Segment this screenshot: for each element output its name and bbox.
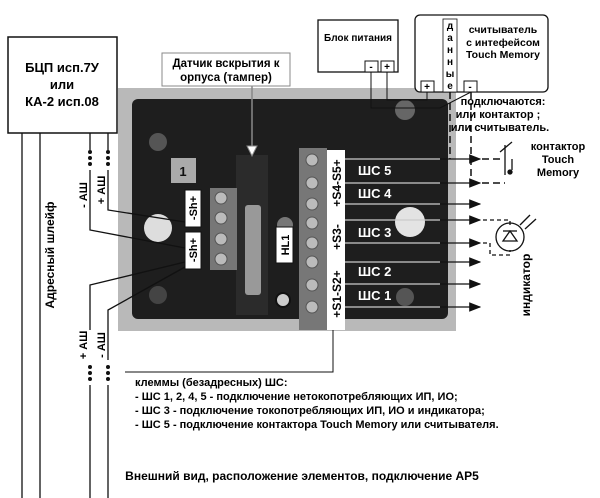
connect-note-line: или контактор ; [456, 109, 541, 121]
bus-plus-top: + АШ [96, 176, 108, 204]
svg-text:д: д [447, 21, 454, 32]
controller-line: КА-2 исп.08 [25, 94, 99, 109]
reader-line: с интефейсом [466, 37, 540, 49]
loop-wires [345, 158, 440, 308]
reader-line: Touch Memory [466, 49, 540, 61]
svg-text:н: н [447, 45, 453, 56]
notes-pointer [125, 330, 334, 373]
hl1-label: HL1 [280, 235, 292, 256]
reader-line: считыватель [469, 24, 538, 36]
svg-text:н: н [447, 57, 453, 68]
bus-label: Адресный шлейф [43, 201, 57, 309]
tamper-callout [161, 52, 291, 87]
power-supply-label: Блок питания [324, 33, 392, 44]
reader-minus: - [468, 82, 471, 93]
svg-text:а: а [447, 33, 453, 44]
power-wires [370, 72, 472, 109]
power-plus: + [384, 62, 390, 73]
bus-wires [21, 133, 186, 498]
hl1-led [275, 292, 291, 308]
svg-text:е: е [447, 81, 453, 92]
tamper-line: орпуса (тампер) [180, 72, 272, 84]
s3-label: +S3- [330, 224, 344, 250]
continuation-dots [88, 150, 110, 381]
notes-line: клеммы (безадресных) ШС: [135, 377, 288, 389]
notes-line: - ШС 1, 2, 4, 5 - подключение нетокопотр… [135, 391, 458, 403]
controller-box [7, 36, 118, 134]
tamper-switch [245, 205, 261, 295]
bus-minus-bottom: - АШ [96, 332, 108, 358]
connect-note-line: или считыватель. [451, 122, 549, 134]
sh-top-label: -Sh+ [188, 196, 200, 220]
loop-2-label: ШС 2 [358, 264, 391, 279]
s45-label: +S4-S5+ [330, 159, 344, 206]
loop-4-label: ШС 4 [358, 186, 392, 201]
loop-1-label: ШС 1 [358, 288, 391, 303]
bus-plus-bottom: + АШ [78, 331, 90, 359]
contactor-line: Touch [542, 154, 574, 166]
sh-bottom-label: -Sh+ [188, 238, 200, 262]
tamper-pointer-arrow [246, 145, 258, 158]
tamper-mark [171, 158, 196, 183]
board-photo: 1 -Sh+ -Sh+ HL1 +S4-S5+ +S3- +S1-S2+ ШС … [118, 88, 456, 331]
power-minus: - [369, 62, 372, 73]
bus-minus-top: - АШ [78, 182, 90, 208]
contactor-line: контактор [531, 141, 586, 153]
reader-data-label: д а н н ы е [446, 21, 455, 92]
tamper-line: Датчик вскрытия к [172, 58, 279, 70]
reader-plus: + [424, 82, 430, 93]
indicator-label: индикатор [519, 254, 533, 317]
reader-dashed-wires [449, 92, 505, 184]
indicator-diode-icon [483, 214, 537, 256]
notes-line: - ШС 3 - подключение токопотребляющих ИП… [135, 405, 485, 417]
svg-text:1: 1 [179, 164, 186, 179]
contactor-switch-icon [499, 141, 513, 175]
controller-line: или [50, 77, 74, 92]
caption: Внешний вид, расположение элементов, под… [125, 469, 479, 483]
connect-note-line: подключаются: [461, 96, 546, 108]
loop-3-label: ШС 3 [358, 225, 391, 240]
svg-text:ы: ы [446, 69, 455, 80]
notes-line: - ШС 5 - подключение контактора Touch Me… [135, 419, 499, 431]
contactor-line: Memory [537, 167, 580, 179]
loop-5-label: ШС 5 [358, 163, 391, 178]
s12-label: +S1-S2+ [330, 270, 344, 317]
controller-line: БЦП исп.7У [25, 60, 100, 75]
